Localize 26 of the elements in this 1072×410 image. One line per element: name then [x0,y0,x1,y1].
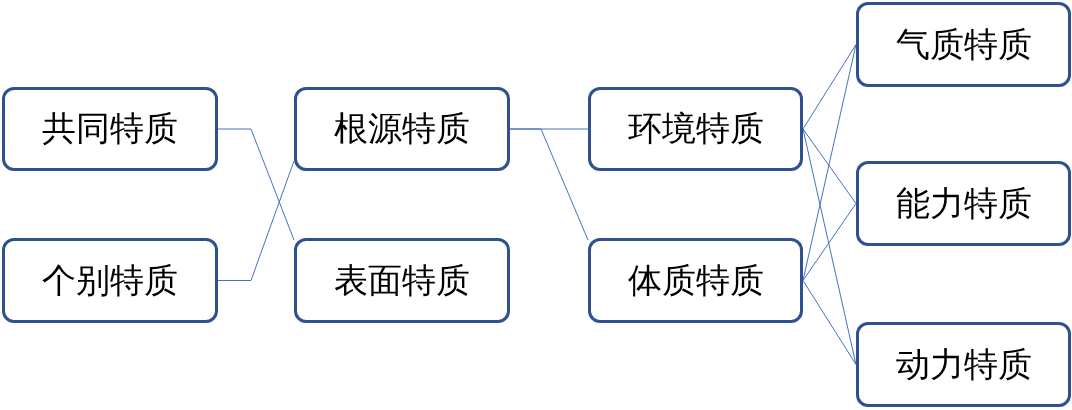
trait-box [856,322,1071,407]
trait-box [294,238,510,323]
trait-label: 根源特质 [334,107,470,150]
trait-label: 气质特质 [895,22,1032,66]
trait-box [588,238,803,323]
connector-line [217,128,295,241]
trait-label: 个别特质 [42,258,178,302]
trait-label: 共同特质 [42,107,178,150]
connector-line [217,160,295,281]
trait-label: 环境特质 [627,107,764,150]
connector-line [802,203,857,281]
connector-line [802,44,857,281]
trait-label: 体质特质 [627,258,764,302]
trait-label: 表面特质 [334,258,470,302]
trait-box [294,87,510,171]
connector-line [802,44,857,130]
trait-label: 能力特质 [895,181,1032,225]
trait-box [856,161,1071,246]
trait-box [856,2,1071,87]
connector-line [802,280,857,365]
connector-line [509,128,589,241]
trait-label: 动力特质 [895,342,1032,386]
trait-box [2,238,218,323]
trait-box [2,87,218,171]
trait-box [588,87,803,171]
connector-line [802,128,857,204]
